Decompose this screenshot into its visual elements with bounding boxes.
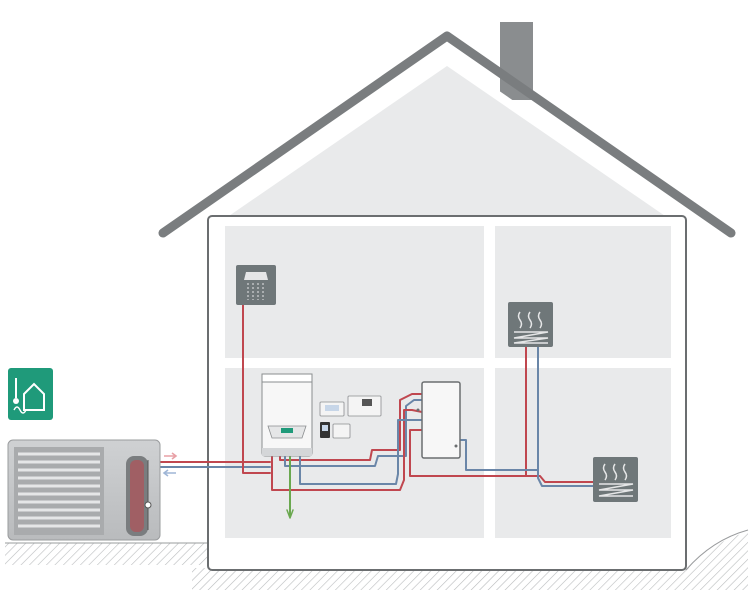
outdoor-unit-grille bbox=[18, 452, 100, 528]
shower-icon bbox=[236, 265, 276, 305]
room-lower-right bbox=[495, 368, 671, 538]
outdoor-unit-valve bbox=[144, 501, 152, 509]
shower-supply-pipe bbox=[242, 304, 271, 474]
tank-to-underfloor-flow bbox=[409, 344, 527, 477]
boiler-display bbox=[281, 428, 293, 433]
outdoor-heat-pump-unit bbox=[7, 439, 161, 541]
roof bbox=[158, 31, 736, 238]
boiler-lower-flow bbox=[271, 409, 423, 491]
system-controllers bbox=[319, 395, 382, 439]
boiler-lower-return bbox=[299, 419, 423, 485]
weather-compensation-icon bbox=[8, 368, 53, 420]
radiant-heating-icon bbox=[593, 457, 638, 502]
hot-water-storage-tank bbox=[416, 381, 461, 459]
ground bbox=[5, 529, 749, 590]
flow-arrows bbox=[162, 452, 178, 477]
flow-arrow-out bbox=[164, 452, 178, 460]
drain-arrow bbox=[286, 509, 294, 519]
tank-to-floor2-return bbox=[537, 469, 595, 487]
pipework bbox=[149, 304, 595, 519]
return-arrow-in bbox=[162, 469, 176, 477]
boiler-flow-pipe bbox=[279, 393, 423, 461]
tank-to-floor2-flow bbox=[525, 475, 595, 483]
wiring-box bbox=[332, 423, 351, 439]
indoor-boiler-unit bbox=[261, 373, 313, 457]
underfloor-heating-icon bbox=[508, 302, 553, 347]
tank-to-underfloor-return bbox=[459, 344, 539, 471]
